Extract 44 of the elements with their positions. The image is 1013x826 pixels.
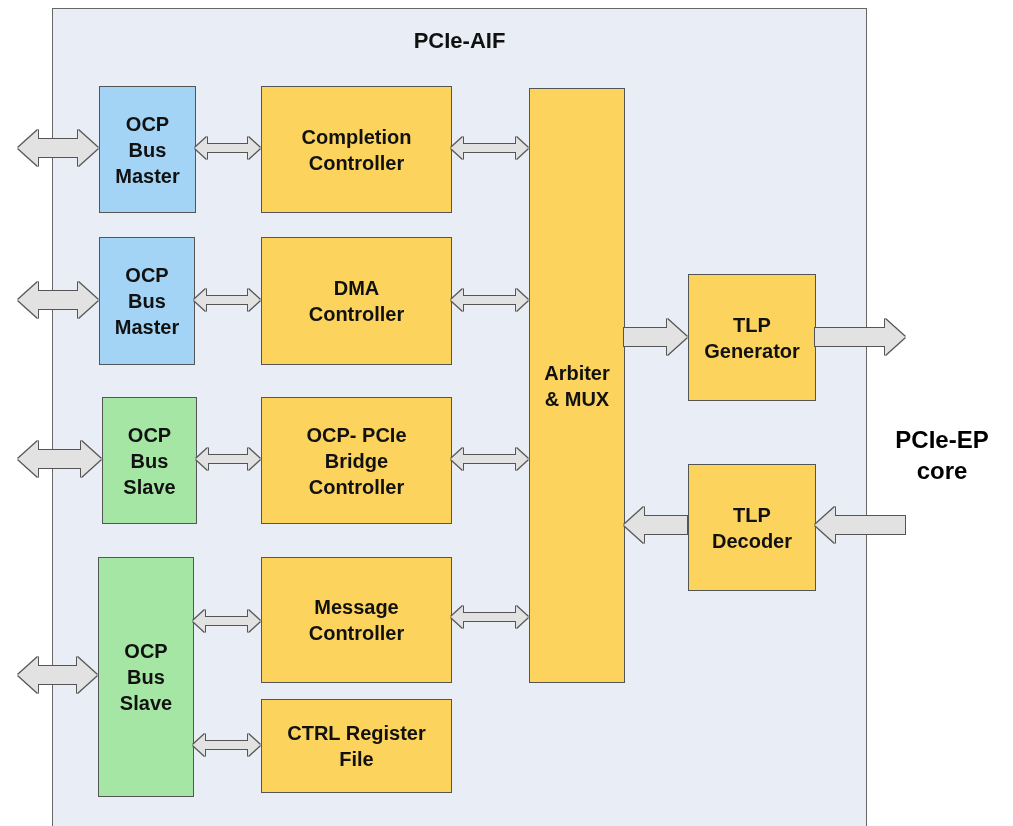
process-box — [99, 86, 196, 213]
double-block-arrow — [18, 282, 98, 318]
block-label: OCP Bus Slave — [122, 422, 177, 500]
double-block-arrow — [18, 441, 101, 477]
process-box — [688, 274, 816, 401]
double-block-arrow — [193, 610, 260, 632]
block-label: Completion Controller — [300, 124, 413, 176]
process-box — [98, 557, 194, 797]
block-label: DMA Controller — [307, 276, 406, 327]
double-block-arrow — [451, 137, 528, 159]
double-block-arrow — [451, 448, 528, 470]
double-block-arrow — [624, 507, 687, 543]
block-label: Arbiter & MUX — [543, 360, 611, 412]
double-block-arrow — [815, 319, 905, 355]
process-box — [261, 397, 452, 524]
double-block-arrow — [193, 734, 260, 756]
block-label: OCP Bus Master — [113, 263, 181, 340]
block-container — [52, 8, 867, 826]
block-title: PCIe-AIF — [412, 27, 507, 55]
block-label: TLP Decoder — [711, 502, 793, 554]
block-label: TLP Generator — [703, 312, 801, 364]
block-label: CTRL Register File — [286, 721, 427, 772]
block-label: OCP- PCIe Bridge Controller — [305, 422, 408, 500]
external-block-label: PCIe-EP core — [894, 425, 990, 487]
process-box — [261, 699, 452, 793]
double-block-arrow — [815, 507, 905, 543]
block-label: OCP Bus Slave — [118, 639, 174, 716]
process-box — [529, 88, 625, 683]
process-box — [261, 237, 452, 365]
process-box — [688, 464, 816, 591]
double-block-arrow — [451, 289, 528, 311]
double-block-arrow — [624, 319, 687, 355]
double-block-arrow — [195, 137, 260, 159]
process-box — [99, 237, 195, 365]
double-block-arrow — [451, 606, 528, 628]
block-label: OCP Bus Master — [114, 111, 181, 189]
double-block-arrow — [194, 289, 260, 311]
block-label: Message Controller — [307, 595, 406, 646]
process-box — [261, 557, 452, 683]
double-block-arrow — [18, 657, 97, 693]
process-box — [261, 86, 452, 213]
double-block-arrow — [18, 130, 98, 166]
double-block-arrow — [196, 448, 260, 470]
process-box — [102, 397, 197, 524]
